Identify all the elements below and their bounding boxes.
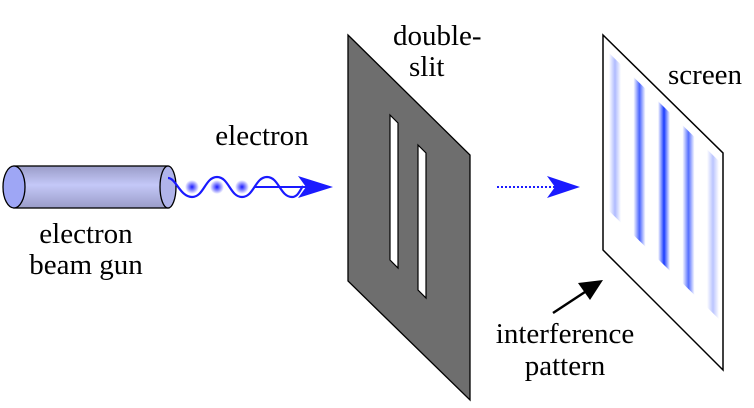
fringe-band <box>707 149 719 320</box>
interference-fringes <box>609 52 719 320</box>
pointer-head-icon <box>578 280 603 300</box>
electron-wave <box>167 175 333 199</box>
electron-gun <box>2 165 177 209</box>
electron-dot <box>185 180 199 194</box>
screen-label: screen <box>668 59 743 91</box>
fringe-band <box>633 76 646 247</box>
pointer-line <box>552 288 589 315</box>
gun-label-line1: electron <box>39 218 133 250</box>
fringe-band <box>682 125 695 295</box>
electron-dot <box>210 180 224 194</box>
wave-path <box>167 175 304 199</box>
slit-plate <box>347 33 471 402</box>
pattern-label-line2: pattern <box>525 350 606 382</box>
slit-label-line1: double- <box>393 20 482 52</box>
gun-body <box>13 165 169 209</box>
slit <box>389 113 399 270</box>
slit-label-line2: slit <box>409 51 444 83</box>
slit <box>417 143 427 300</box>
propagation-arrow <box>497 176 580 198</box>
gun-face <box>2 165 26 209</box>
electron-dot <box>235 180 249 194</box>
fringe-band <box>609 52 621 223</box>
gun-label-line2: beam gun <box>29 249 143 281</box>
arrow-head-icon <box>298 176 333 198</box>
screen <box>602 33 724 372</box>
arrow-head-icon <box>547 176 580 198</box>
double-slit-panel <box>347 33 471 402</box>
pattern-pointer-arrow <box>552 280 603 315</box>
pattern-label-line1: interference <box>496 318 634 350</box>
gun-end <box>159 165 177 209</box>
fringe-band <box>658 101 670 271</box>
electron-label: electron <box>215 120 309 152</box>
